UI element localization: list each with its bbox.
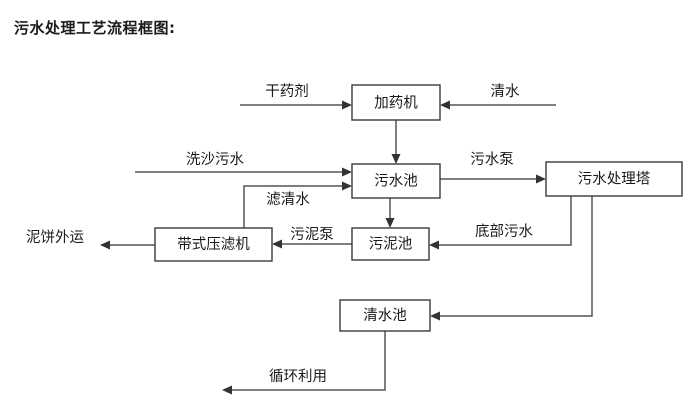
connection-clean-water-to-dosing bbox=[440, 100, 556, 110]
node-label-belt-filter-press: 带式压滤机 bbox=[177, 236, 250, 253]
edge-label-clean-water-in: 清水 bbox=[491, 83, 520, 100]
connection-dosing-to-wastewater-pool bbox=[391, 120, 401, 164]
node-label-wastewater-pool: 污水池 bbox=[374, 173, 418, 190]
node-dosing-machine[interactable]: 加药机 bbox=[351, 84, 441, 121]
edge-label-filtered-water: 滤清水 bbox=[266, 191, 310, 208]
connection-clean-water-pool-to-recycle bbox=[222, 331, 386, 395]
node-label-sludge-pool: 污泥池 bbox=[369, 236, 413, 253]
edge-label-dry-chemical: 干药剂 bbox=[265, 83, 309, 100]
edge-label-sludge-pump: 污泥泵 bbox=[290, 226, 334, 243]
connection-wastewater-pool-to-sludge-pool bbox=[385, 198, 395, 228]
connection-belt-press-to-mud-cake bbox=[100, 240, 155, 250]
page-title: 污水处理工艺流程框图: bbox=[14, 19, 176, 37]
node-label-clean-water-pool: 清水池 bbox=[363, 307, 407, 324]
node-clean-water-pool[interactable]: 清水池 bbox=[339, 299, 431, 332]
connection-sand-wash-to-wastewater-pool bbox=[135, 167, 352, 177]
edge-label-sand-wash-water: 洗沙污水 bbox=[186, 151, 244, 168]
node-label-dosing-machine: 加药机 bbox=[374, 95, 418, 112]
node-belt-filter-press[interactable]: 带式压滤机 bbox=[154, 227, 273, 262]
connection-filtered-water-to-wastewater-pool bbox=[243, 181, 352, 228]
connection-tower-to-sludge-pool bbox=[429, 196, 572, 250]
edge-label-recycle-reuse: 循环利用 bbox=[269, 368, 327, 385]
node-sludge-pool[interactable]: 污泥池 bbox=[351, 227, 430, 261]
connection-tower-to-clean-water-pool bbox=[430, 196, 593, 321]
node-wastewater-pool[interactable]: 污水池 bbox=[351, 163, 441, 199]
connection-sludge-pool-to-belt-press bbox=[272, 239, 352, 249]
edge-label-bottom-sewage: 底部污水 bbox=[475, 223, 533, 240]
connection-wastewater-pool-to-tower bbox=[440, 174, 546, 184]
connection-dry-chemical-to-dosing bbox=[240, 100, 352, 110]
node-treatment-tower[interactable]: 污水处理塔 bbox=[545, 161, 683, 197]
edge-label-sewage-pump: 污水泵 bbox=[470, 151, 514, 168]
node-label-treatment-tower: 污水处理塔 bbox=[578, 171, 651, 188]
edge-label-mud-cake-out: 泥饼外运 bbox=[26, 229, 84, 246]
